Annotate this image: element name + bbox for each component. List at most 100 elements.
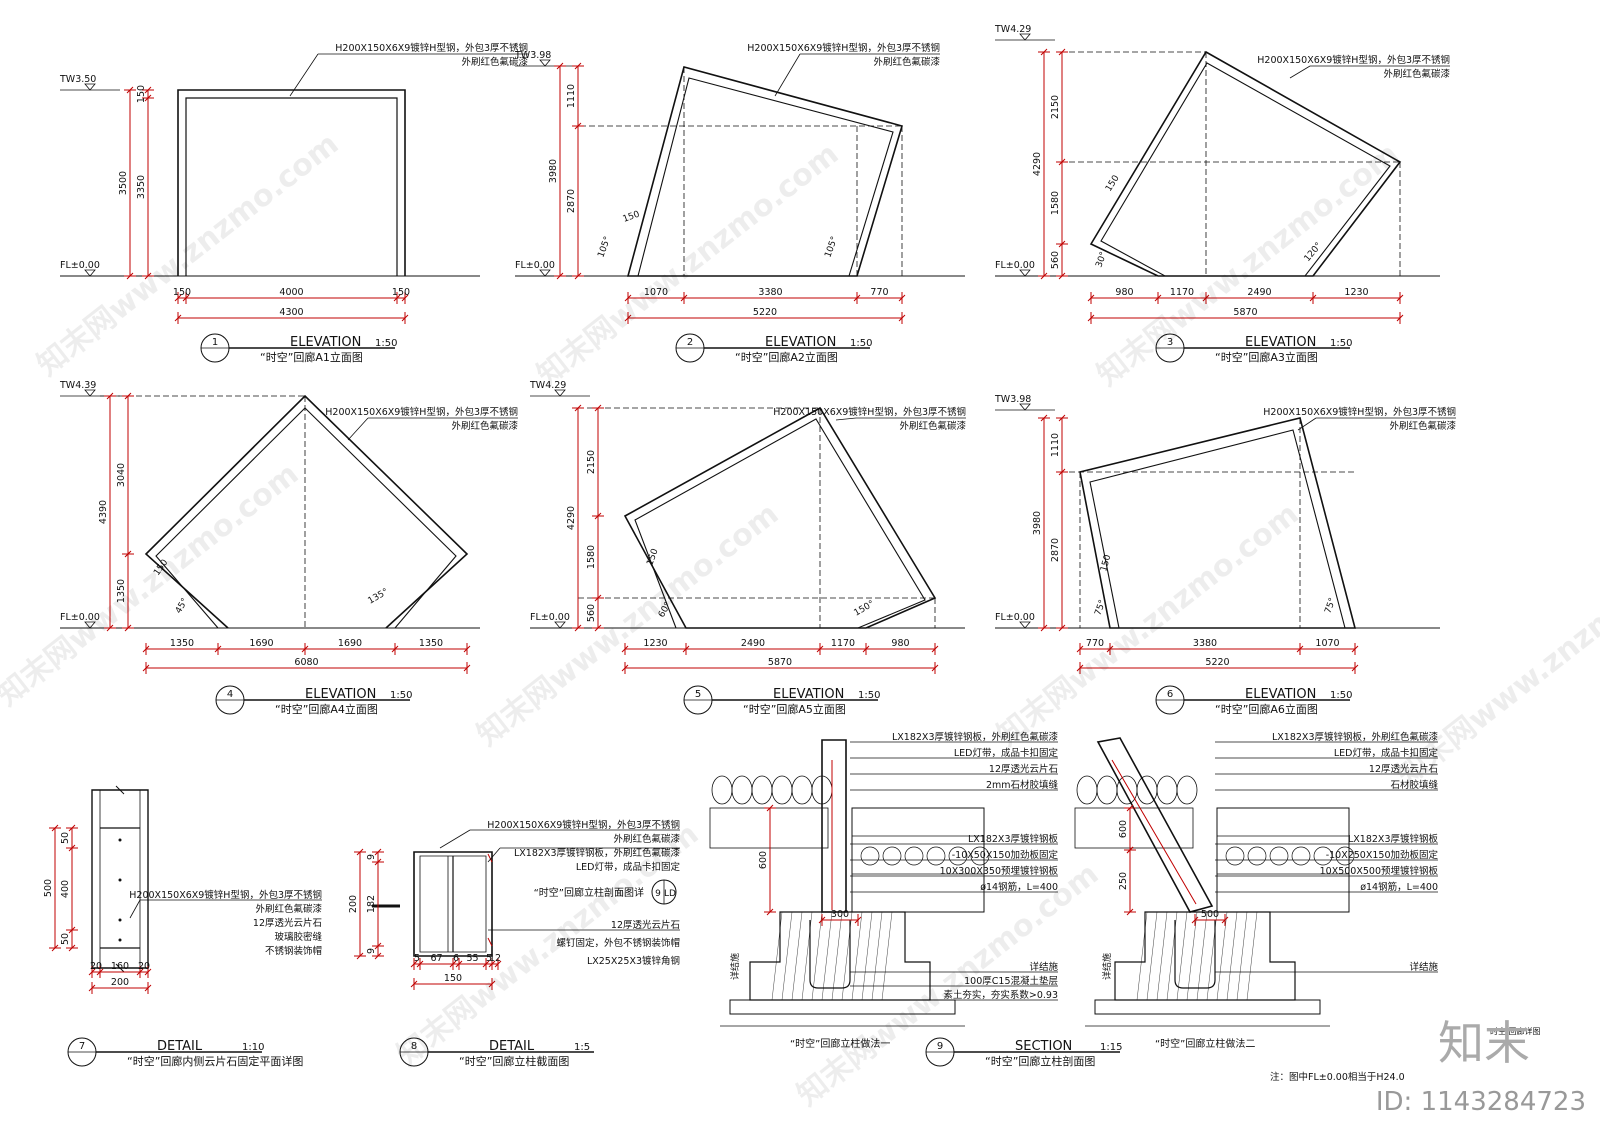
detail-8-note: 螺钉固定，外包不锈钢装饰帽 — [556, 937, 680, 949]
elevation-a4-title-scale: 1:50 — [390, 690, 412, 701]
dimension-tick — [1221, 916, 1229, 924]
detail-7-leader — [129, 899, 141, 919]
dimension-tick — [1040, 624, 1048, 632]
detail-7-title-subtitle: “时空”回廊内侧云片石固定平面详图 — [127, 1054, 303, 1068]
section-9-right-note: 12厚透光云片石 — [1369, 763, 1438, 775]
elevation-a4-note: 外刷红色氟碳漆 — [451, 420, 518, 432]
section-9-title-text: SECTION — [1015, 1039, 1072, 1054]
dimension-tick — [356, 848, 364, 856]
elevation-a4-fl-level-label: FL±0.00 — [60, 612, 100, 623]
section-9-right-note: LED灯带，成品卡扣固定 — [1334, 747, 1439, 759]
dimension-tick — [1058, 240, 1066, 248]
elevation-a1-frame-outer — [177, 89, 406, 276]
dimension-tick — [556, 62, 564, 70]
detail-8-leader-2 — [487, 847, 501, 863]
elevation-a6-title-text: ELEVATION — [1245, 687, 1316, 702]
elevation-a1-frame-inner — [185, 97, 398, 276]
elevation-a2-v1-dim-value: 2870 — [566, 189, 577, 213]
detail-8-led-mark-2 — [487, 937, 493, 947]
dimension-tick — [88, 984, 96, 992]
detail-8-note: 12厚透光云片石 — [611, 919, 680, 931]
elevation-a2-fl-level-marker — [539, 269, 551, 277]
elevation-a4-title-subtitle: “时空”回廊A4立面图 — [275, 702, 378, 716]
elevation-a1-v1-dim-value: 150 — [136, 85, 147, 103]
dimension-tick — [1076, 645, 1084, 653]
elevation-a2-v2-dim-value: 3980 — [548, 159, 559, 183]
dimension-tick — [621, 664, 629, 672]
elevation-a6-title-scale: 1:50 — [1330, 690, 1352, 701]
elevation-a6-thickness: 150 — [1099, 553, 1113, 572]
detail-8-h-dim-value: 6 — [453, 953, 459, 964]
dimension-tick — [68, 944, 76, 952]
elevation-a5-total-dim-value: 5870 — [768, 657, 792, 668]
elevation-a2-total-dim-value: 5220 — [753, 307, 777, 318]
detail-7-break-mark — [115, 785, 125, 795]
elevation-a3-h-dim-value: 1170 — [1170, 287, 1194, 298]
elevation-a6-h-dim-value: 3380 — [1193, 638, 1217, 649]
detail-8-note: LX182X3厚镀锌钢板，外刷红色氟碳漆 — [514, 847, 680, 859]
dimension-tick — [301, 645, 309, 653]
elevation-a3-title-text: ELEVATION — [1245, 335, 1316, 350]
dimension-tick — [68, 926, 76, 934]
section-9-left-gravel — [948, 846, 968, 866]
elevation-a5-tw-level-label: TW4.29 — [529, 380, 566, 391]
detail-8-v2-dim-value: 200 — [348, 895, 359, 913]
detail-7-note: 12厚透光云片石 — [253, 917, 322, 929]
detail-8-title-number: 8 — [411, 1041, 417, 1052]
section-9-right-concrete-pad — [1094, 999, 1321, 1015]
section-9-right-gravel — [1291, 846, 1311, 866]
dimension-tick — [463, 645, 471, 653]
detail-8-note: LX25X25X3镀锌角钢 — [587, 955, 680, 967]
dimension-tick — [766, 908, 774, 916]
section-9-left-shrub — [771, 775, 793, 805]
section-9-left-note: 2mm石材胶填缝 — [986, 779, 1059, 791]
elevation-a4-h-dim-value: 1350 — [170, 638, 194, 649]
detail-8-title-subtitle: “时空”回廊立柱截面图 — [459, 1054, 569, 1068]
dimension-tick — [144, 272, 152, 280]
elevation-a4-h-dim-value: 1350 — [419, 638, 443, 649]
section-9-left-hatch — [791, 911, 803, 1001]
elevation-a5-title-scale: 1:50 — [858, 690, 880, 701]
section-9-right-note: 石材胶填缝 — [1390, 779, 1438, 791]
section-9-left-note: 素土夯实，夯实系数>0.93 — [943, 989, 1058, 1001]
elevation-a3-h-dim-value: 1230 — [1344, 287, 1368, 298]
elevation-a2-tw-level-label: TW3.98 — [514, 50, 551, 61]
section-9-right-v1-dim-value: 600 — [1118, 820, 1129, 838]
elevation-a5-v1-dim-value: 560 — [586, 604, 597, 622]
elevation-a5-h-dim-value: 1170 — [831, 638, 855, 649]
section-9-left-planting-soil — [709, 807, 829, 849]
section-9-right-hatch — [1166, 911, 1178, 1001]
detail-8-v1-dim-value: 9 — [366, 854, 377, 860]
dimension-tick — [144, 984, 152, 992]
section-9-right-hatch — [1136, 911, 1148, 1001]
elevation-a2-v1-dim-value: 1110 — [566, 84, 577, 108]
elevation-a5-h-dim-value: 980 — [891, 638, 909, 649]
elevation-a6-angle-right: 75° — [1323, 597, 1338, 615]
dimension-tick — [488, 960, 496, 968]
section-9-left-hatch — [781, 911, 793, 1001]
section-9-left-shrub — [711, 775, 733, 805]
elevation-a4-frame-outer — [144, 394, 469, 629]
elevation-a3-frame-inner — [1100, 62, 1391, 277]
elevation-a5-note: H200X150X6X9镀锌H型钢，外包3厚不锈钢 — [773, 406, 966, 418]
dimension-tick — [174, 294, 182, 302]
section-9-right-gravel — [1247, 846, 1267, 866]
dimension-tick — [106, 392, 114, 400]
elevation-a1-total-dim-value: 4300 — [279, 307, 303, 318]
dimension-tick — [574, 624, 582, 632]
elevation-a6-note: 外刷红色氟碳漆 — [1389, 420, 1456, 432]
dimension-tick — [463, 664, 471, 672]
detail-8-h-dim-value: 5 — [414, 953, 420, 964]
elevation-a4-v2-dim-value: 4390 — [98, 500, 109, 524]
elevation-a4-tw-level-marker — [84, 389, 96, 397]
elevation-a2-frame-inner — [637, 77, 894, 277]
detail-7-h-dim-value: 20 — [90, 961, 102, 972]
elevation-a1-title-number: 1 — [212, 337, 218, 348]
section-9-left-note: -10X50X150加劲板固定 — [952, 849, 1059, 861]
detail-7-screw-dot — [118, 838, 122, 842]
elevation-a3-frame-outer — [1089, 50, 1402, 277]
detail-7-note: 外刷红色氟碳漆 — [255, 903, 322, 915]
section-9-right-note: 10X500X500预埋镀锌钢板 — [1320, 865, 1439, 877]
elevation-a1-h-dim-value: 150 — [392, 287, 410, 298]
section-9-right-hatch — [1196, 911, 1208, 1001]
